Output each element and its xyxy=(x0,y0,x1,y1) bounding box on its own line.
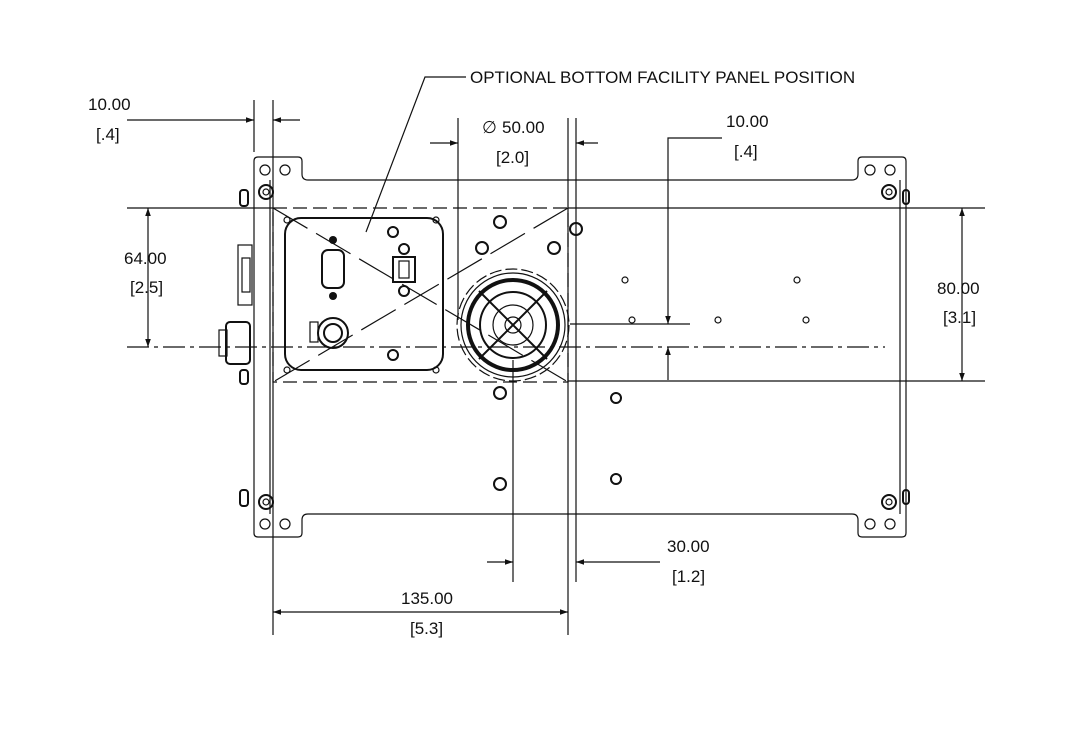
dim-left-offset-mm: 10.00 xyxy=(88,95,131,114)
dim-panel-width-mm: 135.00 xyxy=(401,589,453,608)
coax-connector-icon xyxy=(309,317,349,349)
db9-connector-icon xyxy=(321,236,345,300)
dim-overall-height-in: [3.1] xyxy=(943,308,976,327)
dim-fan-diameter-mm: 50.00 xyxy=(502,118,545,137)
leader-line xyxy=(365,76,466,233)
mounting-holes xyxy=(258,164,897,530)
dim-panel-height-mm: 64.00 xyxy=(124,249,167,268)
side-connectors xyxy=(218,189,910,507)
panel-position-note: OPTIONAL BOTTOM FACILITY PANEL POSITION xyxy=(470,68,855,87)
base-plate xyxy=(218,156,910,538)
dim-fan-diameter-in: [2.0] xyxy=(496,148,529,167)
dim-panel-height-in: [2.5] xyxy=(130,278,163,297)
dim-left-offset-in: [.4] xyxy=(96,125,120,144)
terminal-connector-icon xyxy=(392,243,416,297)
dim-panel-width-in: [5.3] xyxy=(410,619,443,638)
dim-right-offset-in: [.4] xyxy=(734,142,758,161)
diameter-symbol: ∅ xyxy=(482,118,497,137)
dim-fan-offset-in: [1.2] xyxy=(672,567,705,586)
dim-fan-offset-mm: 30.00 xyxy=(667,537,710,556)
dim-right-offset-mm: 10.00 xyxy=(726,112,769,131)
dim-overall-height-mm: 80.00 xyxy=(937,279,980,298)
